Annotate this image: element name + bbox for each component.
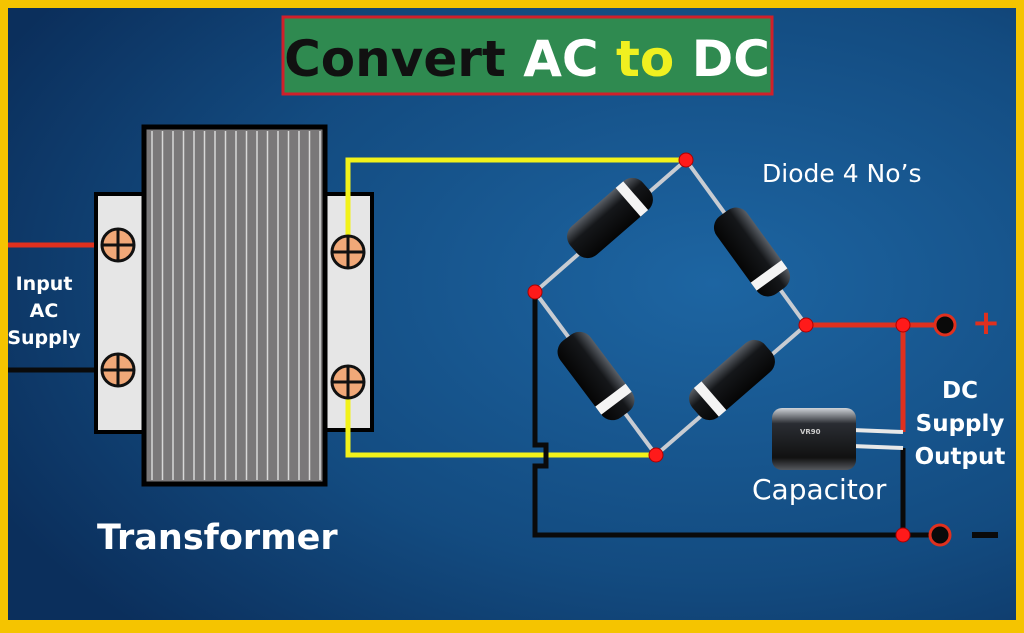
svg-text:Input: Input xyxy=(16,273,73,295)
diode-cathode-band xyxy=(750,260,788,291)
minus-sign xyxy=(972,532,998,538)
diodes-label: Diode 4 No’s xyxy=(762,159,922,188)
capacitor-marking: VR90 xyxy=(800,428,821,436)
plus-sign: + xyxy=(972,303,1001,343)
svg-text:Output: Output xyxy=(915,444,1006,470)
diode xyxy=(557,331,635,421)
bridge-rectifier-diodes xyxy=(557,177,791,421)
capacitor: VR90 xyxy=(772,408,904,470)
screw-icon xyxy=(100,227,136,263)
transformer xyxy=(94,124,374,487)
capacitor-body xyxy=(772,408,856,470)
dc-output-label: DC Supply Output xyxy=(915,378,1006,470)
svg-text:Supply: Supply xyxy=(7,327,81,349)
screw-icon xyxy=(100,352,136,388)
diode-cathode-band xyxy=(615,181,649,217)
core-laminations xyxy=(151,131,321,480)
capacitor-label: Capacitor xyxy=(752,473,887,506)
transformer-label: Transformer xyxy=(97,518,338,558)
junction-nodes xyxy=(527,152,911,543)
transformer-core xyxy=(141,124,328,487)
negative-terminal xyxy=(928,523,952,547)
diode xyxy=(567,177,653,259)
screw-icon xyxy=(330,364,366,400)
screw-icon xyxy=(330,234,366,270)
svg-text:AC: AC xyxy=(30,300,59,322)
terminal-screws xyxy=(100,227,366,400)
svg-text:DC: DC xyxy=(942,378,978,404)
positive-terminal xyxy=(933,313,957,337)
title-banner: Convert AC to DC xyxy=(281,15,774,96)
secondary-wire-top xyxy=(345,157,686,252)
secondary-wire-bottom xyxy=(345,382,656,458)
diode-cathode-band xyxy=(693,381,727,417)
diode xyxy=(689,339,775,421)
negative-output-wire xyxy=(532,292,940,538)
diode xyxy=(713,207,791,297)
diode-cathode-band xyxy=(595,383,632,415)
svg-text:Supply: Supply xyxy=(916,411,1005,437)
input-label: Input AC Supply xyxy=(7,273,81,349)
title-text: Convert AC to DC xyxy=(284,30,770,88)
